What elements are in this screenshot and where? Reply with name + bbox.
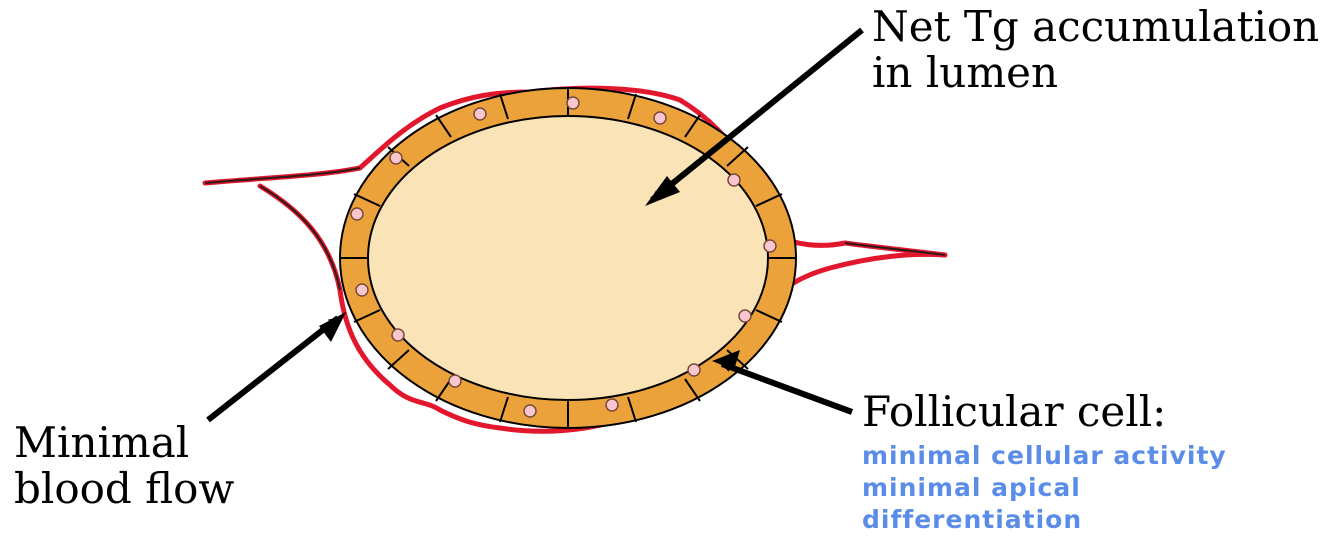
lumen-label-line2: in lumen <box>872 50 1319 96</box>
nucleus <box>654 112 666 124</box>
blood-flow-arrowhead <box>319 312 346 342</box>
lumen-label: Net Tg accumulation in lumen <box>872 4 1319 96</box>
blood-flow-arrow <box>208 318 338 420</box>
nucleus <box>606 399 618 411</box>
blood-flow-label: Minimal blood flow <box>14 420 234 512</box>
nucleus <box>449 375 461 387</box>
nucleus <box>524 405 536 417</box>
nucleus <box>351 208 363 220</box>
nucleus <box>739 310 751 322</box>
nucleus <box>356 284 368 296</box>
colloid-lumen <box>368 116 768 400</box>
follicular-cell-label: Follicular cell: <box>862 389 1166 435</box>
blood-flow-label-line1: Minimal <box>14 420 234 466</box>
nucleus <box>390 152 402 164</box>
follicular-cell-notes: minimal cellular activity minimal apical… <box>862 440 1227 536</box>
nucleus <box>567 97 579 109</box>
nucleus <box>474 108 486 120</box>
blood-flow-label-line2: blood flow <box>14 466 234 512</box>
lumen-label-line1: Net Tg accumulation <box>872 4 1319 50</box>
follicular-cell-arrow <box>722 364 852 412</box>
follicular-note-3: differentiation <box>862 504 1227 536</box>
nucleus <box>764 240 776 252</box>
nucleus <box>392 329 404 341</box>
nucleus <box>688 364 700 376</box>
nucleus <box>728 174 740 186</box>
follicular-note-1: minimal cellular activity <box>862 440 1227 472</box>
follicular-note-2: minimal apical <box>862 472 1227 504</box>
